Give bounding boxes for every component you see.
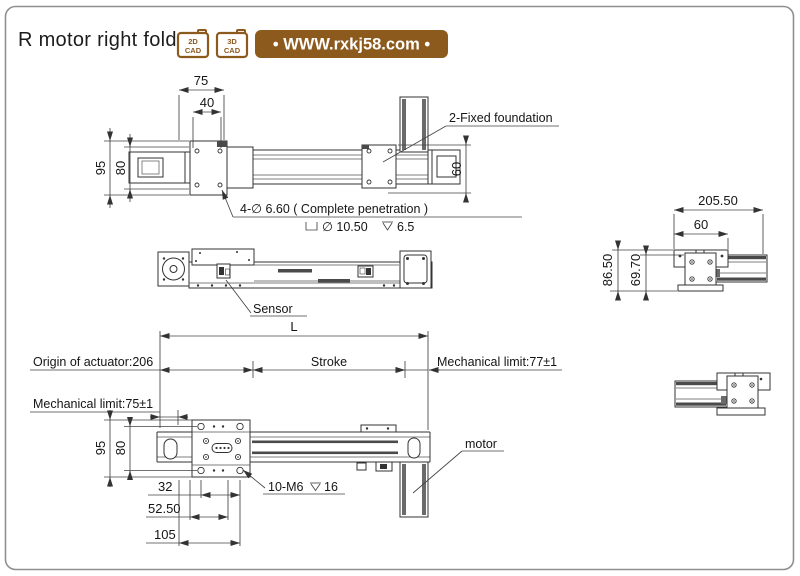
tap-callout: 10-M6	[268, 480, 303, 494]
dim-95-top: 95	[93, 161, 108, 175]
bottom-view: 95 80 32 52.50 105 10-M6 16 motor	[93, 410, 504, 546]
header: R motor right fold 2D CAD 3D CAD • WWW.r…	[18, 29, 448, 59]
depth-icon	[382, 221, 393, 231]
dim-length-L: L	[290, 319, 297, 334]
badge-3d-top: 3D	[227, 37, 237, 46]
depth-icon	[310, 482, 321, 492]
dim-80-bottom: 80	[113, 441, 128, 455]
website-url: • WWW.rxkj58.com •	[273, 36, 431, 54]
origin-label: Origin of actuator:206	[33, 355, 153, 369]
dim-32: 32	[158, 479, 172, 494]
page-title: R motor right fold	[18, 29, 177, 51]
mech-limit-left-label: Mechanical limit:75±1	[33, 397, 153, 411]
dim-80-top: 80	[113, 161, 128, 175]
dim-95-bottom: 95	[93, 441, 108, 455]
end-view: 205.50 60 86.50 69.70	[600, 193, 768, 301]
top-view: 75 40 95 80 60 2-Fixed foundation 4-∅ 6.…	[93, 73, 559, 234]
stroke-label: Stroke	[311, 355, 347, 369]
badge-2d-bottom: CAD	[185, 46, 202, 55]
motor-label: motor	[465, 437, 497, 451]
banner-background	[255, 30, 448, 58]
tap-depth: 16	[324, 480, 338, 494]
dim-40: 40	[200, 95, 214, 110]
counterbore-icon	[305, 222, 318, 231]
side-view: Sensor L	[157, 248, 433, 430]
badge-box-icon	[215, 31, 249, 59]
cad-3d-badge[interactable]: 3D CAD	[215, 29, 249, 59]
travel-dimensions: Origin of actuator:206 Stroke Mechanical…	[30, 355, 562, 425]
dim-105: 105	[154, 527, 176, 542]
page-border	[4, 5, 795, 571]
counterbore-depth: 6.5	[397, 220, 414, 234]
dim-86-50: 86.50	[600, 254, 615, 287]
sensor-component-2	[357, 265, 374, 278]
badge-box-icon	[176, 31, 210, 59]
dim-60-end: 60	[694, 217, 708, 232]
fixed-foundation-label: 2-Fixed foundation	[449, 111, 553, 125]
sensor-component	[216, 263, 231, 279]
dim-60-top: 60	[449, 162, 464, 176]
badge-3d-bottom: CAD	[224, 46, 241, 55]
badge-2d-top: 2D	[188, 37, 198, 46]
hole-callout: 4-∅ 6.60 ( Complete penetration )	[240, 202, 428, 216]
website-banner[interactable]: • WWW.rxkj58.com •	[255, 30, 448, 58]
mech-limit-right-label: Mechanical limit:77±1	[437, 355, 557, 369]
dim-205-50: 205.50	[698, 193, 738, 208]
end-view-bottom	[674, 372, 771, 416]
cad-2d-badge[interactable]: 2D CAD	[176, 29, 210, 59]
dim-52-50: 52.50	[148, 501, 181, 516]
counterbore-diameter: ∅ 10.50	[322, 220, 368, 234]
dim-75: 75	[194, 73, 208, 88]
dim-69-70: 69.70	[628, 254, 643, 287]
sensor-label: Sensor	[253, 302, 293, 316]
